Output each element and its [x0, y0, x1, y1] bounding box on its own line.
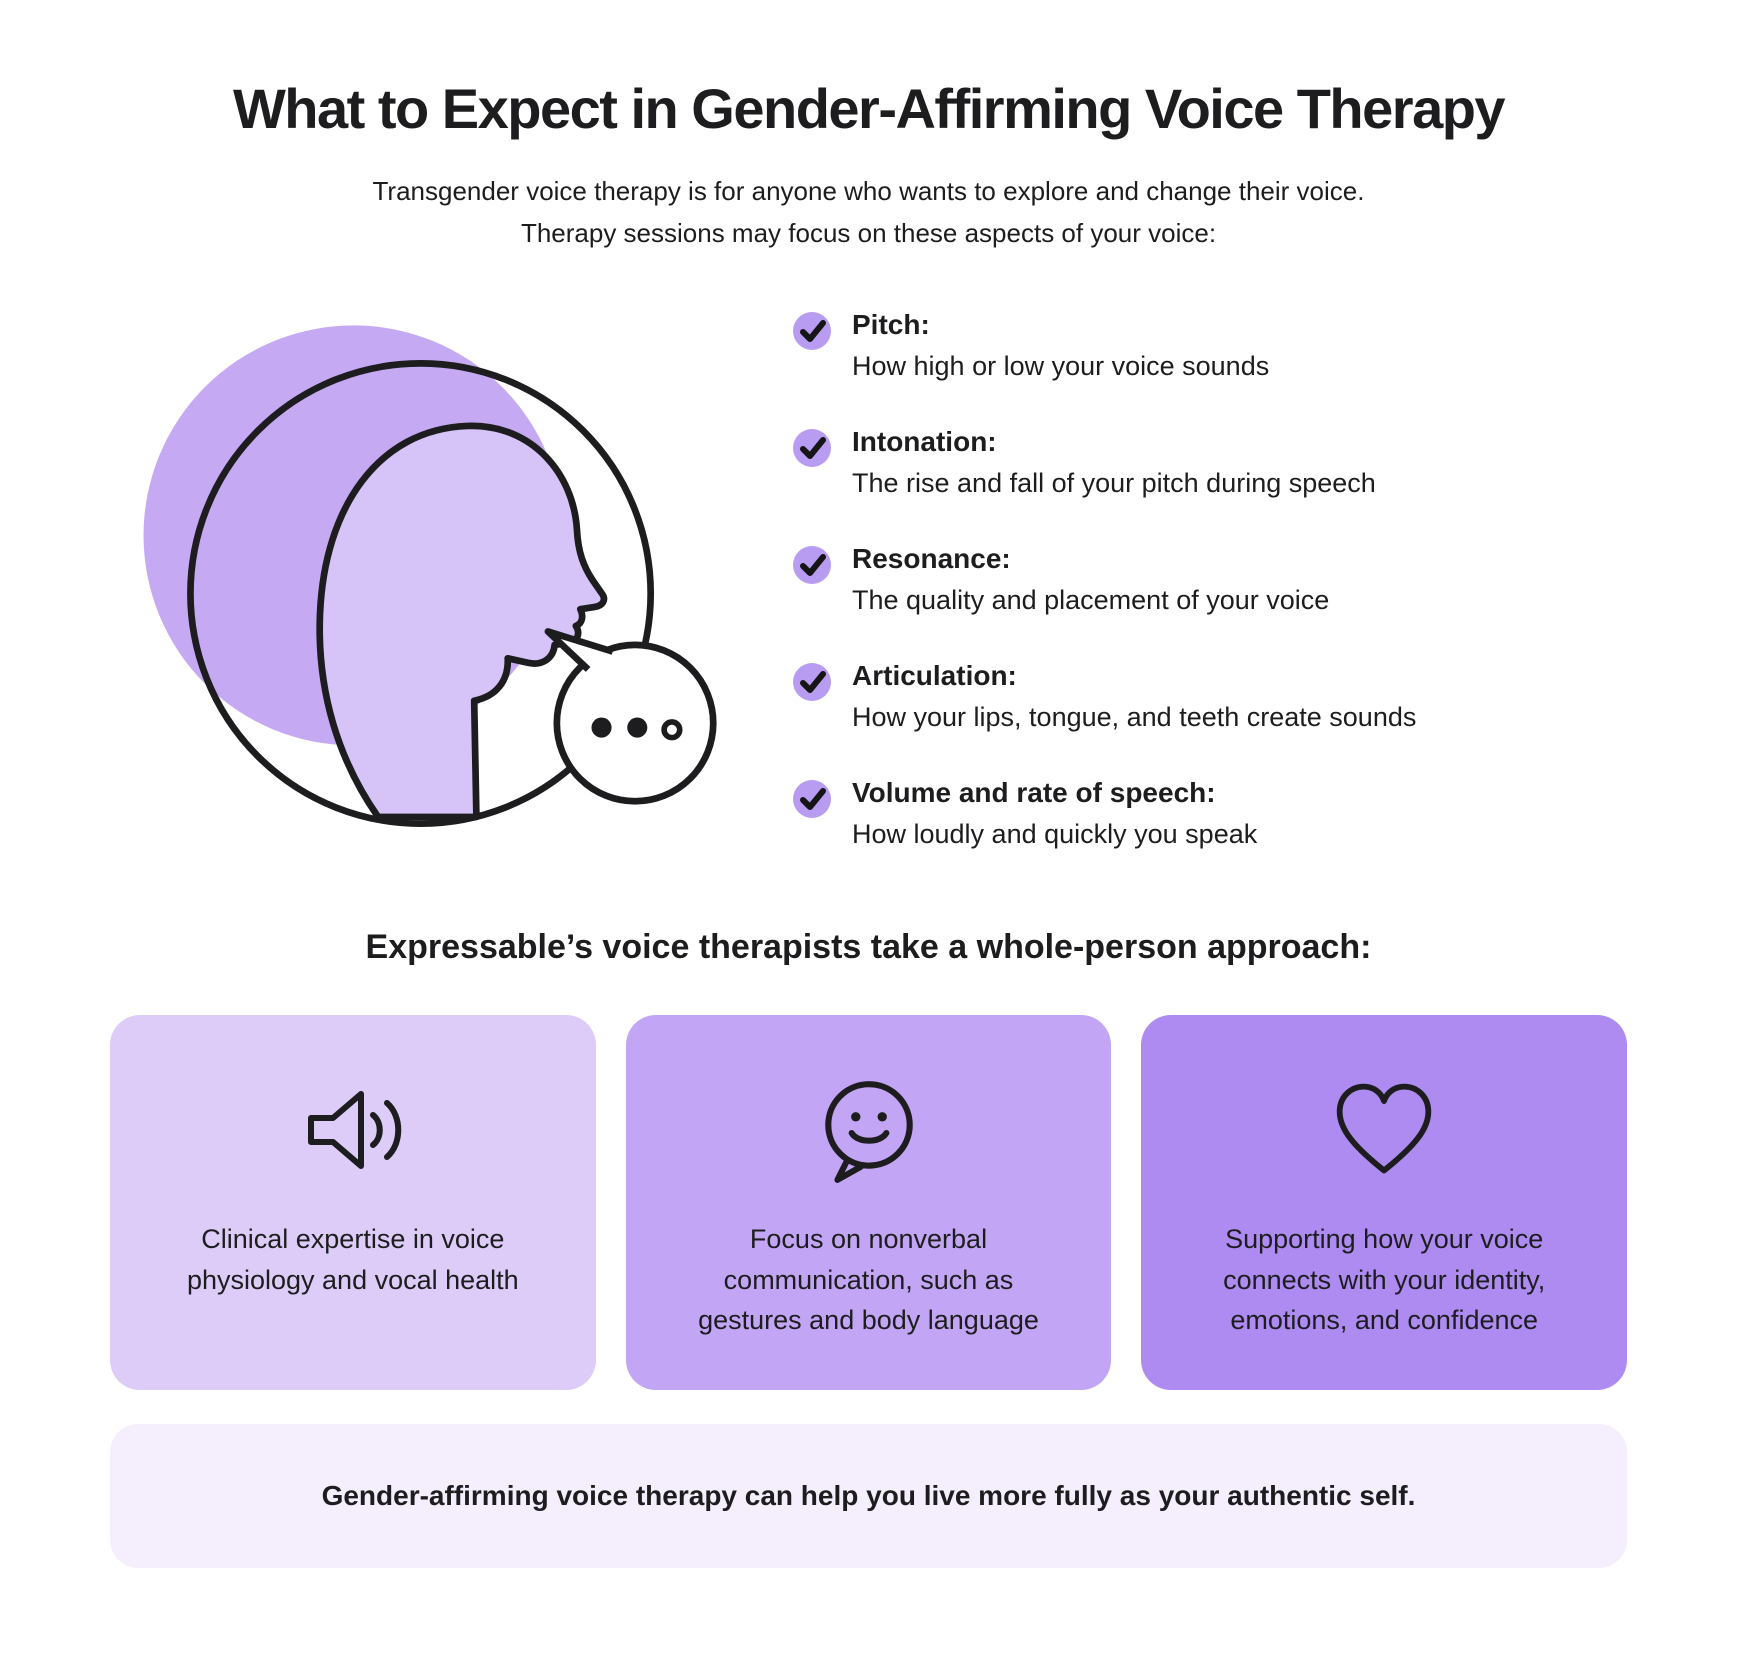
- speech-dot-1: [591, 717, 612, 738]
- item-label: Resonance:: [852, 543, 1011, 575]
- item-description: The rise and fall of your pitch during s…: [852, 468, 1376, 499]
- card-text: Supporting how your voice connects with …: [1223, 1224, 1546, 1336]
- speech-dot-2: [627, 717, 648, 738]
- check-icon: [792, 311, 832, 382]
- item-description: How loudly and quickly you speak: [852, 819, 1258, 850]
- speech-dot-3: [661, 719, 683, 741]
- subtitle-line-1: Transgender voice therapy is for anyone …: [372, 175, 1365, 206]
- check-icon: [792, 545, 832, 616]
- list-item-intonation: Intonation: The rise and fall of your pi…: [792, 426, 1627, 499]
- speaker-icon: [307, 1091, 401, 1170]
- voice-aspects-checklist: Pitch: How high or low your voice sounds…: [730, 309, 1627, 850]
- item-description: How high or low your voice sounds: [852, 351, 1270, 382]
- item-label: Intonation:: [852, 426, 997, 458]
- list-item-pitch: Pitch: How high or low your voice sounds: [792, 309, 1627, 382]
- footer-text: Gender-affirming voice therapy can help …: [321, 1480, 1416, 1512]
- card-nonverbal-communication: Focus on nonverbal communication, such a…: [625, 1015, 1112, 1391]
- check-icon: [792, 428, 832, 499]
- item-description: How your lips, tongue, and teeth create …: [852, 702, 1417, 733]
- page-title: What to Expect in Gender-Affirming Voice…: [232, 77, 1506, 140]
- outlined-circle: [187, 359, 655, 827]
- list-item-resonance: Resonance: The quality and placement of …: [792, 543, 1627, 616]
- card-clinical-expertise: Clinical expertise in voice physiology a…: [110, 1015, 596, 1391]
- approach-cards: Clinical expertise in voice physiology a…: [110, 1015, 1628, 1391]
- page-subtitle: Transgender voice therapy is for anyone …: [110, 170, 1627, 256]
- item-description: The quality and placement of your voice: [852, 585, 1330, 616]
- speech-bubble-tail: [544, 627, 614, 672]
- approach-heading: Expressable’s voice therapists take a wh…: [365, 928, 1372, 967]
- card-identity-support: Supporting how your voice connects with …: [1141, 1015, 1628, 1391]
- check-icon: [792, 662, 832, 733]
- list-item-articulation: Articulation: How your lips, tongue, and…: [792, 660, 1627, 733]
- head-profile-speech-bubble-icon: [143, 325, 717, 827]
- main-section: Pitch: How high or low your voice sounds…: [110, 303, 1627, 850]
- list-item-volume-rate: Volume and rate of speech: How loudly an…: [792, 777, 1627, 850]
- check-icon: [792, 779, 832, 850]
- heart-icon: [1336, 1084, 1432, 1174]
- footer-banner: Gender-affirming voice therapy can help …: [110, 1424, 1627, 1569]
- card-text: Clinical expertise in voice physiology a…: [186, 1224, 519, 1295]
- item-label: Volume and rate of speech:: [852, 777, 1216, 809]
- head-profile-outline: [316, 422, 608, 821]
- head-speech-illustration: [110, 312, 730, 842]
- card-text: Focus on nonverbal communication, such a…: [698, 1224, 1039, 1336]
- smiley-speech-bubble-icon: [824, 1081, 913, 1184]
- item-label: Articulation:: [852, 660, 1017, 692]
- item-label: Pitch:: [852, 309, 930, 341]
- subtitle-line-2: Therapy sessions may focus on these aspe…: [520, 218, 1217, 249]
